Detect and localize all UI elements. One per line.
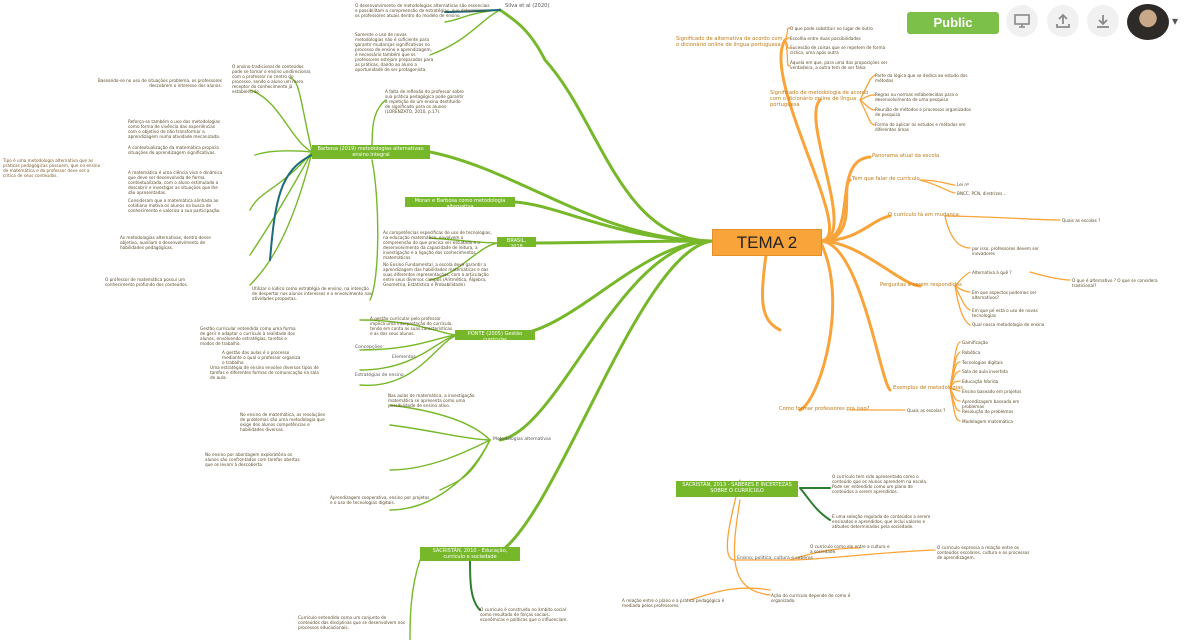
significado-item-4[interactable]: Aquela em que, para uma das proposições …	[790, 60, 890, 70]
moran-node[interactable]: Moran e Barbosa como metodologia alterna…	[405, 197, 515, 207]
ensino-text-2[interactable]: O currículo expressa a relação entre os …	[937, 545, 1032, 560]
silva-text-1[interactable]: O desenvolvimento de metodologias altern…	[355, 3, 490, 18]
sacristan-2013-text-2[interactable]: É uma seleção regulada de conteúdos a se…	[832, 514, 932, 529]
ensino-politica-node[interactable]: Ensino, política, cultura e saberes	[737, 556, 813, 562]
barbosa-text-6[interactable]: Consideram que a matemática alinhada ao …	[128, 198, 223, 213]
barbosa-text-2[interactable]: Baseando-se no uso de situações problema…	[90, 78, 222, 88]
exemplo-item-8[interactable]: Resolução de problemas	[962, 409, 1032, 414]
ponte-sub-elementos[interactable]: Elementos	[392, 355, 416, 361]
presentation-icon	[1013, 12, 1031, 30]
exemplo-item-5[interactable]: Educação híbrida	[962, 379, 1022, 384]
mudanca-item-1[interactable]: Quais as escolas ?	[1062, 218, 1112, 223]
significado-item-3[interactable]: Sucessão de coisas que se repetem de for…	[790, 45, 890, 55]
upload-icon	[1054, 12, 1072, 30]
sacristan-2013-node[interactable]: SACRISTÁN, 2013 - SABERES E INCERTEZAS S…	[676, 481, 798, 497]
barbosa-text-1[interactable]: O ensino tradicional de conteúdos pode s…	[232, 64, 314, 94]
download-icon	[1094, 12, 1112, 30]
ponte-text-4[interactable]: Uma estratégia de ensino envolve diverso…	[210, 365, 320, 380]
perguntas-item-4[interactable]: Em que pé está o uso de novas tecnologia…	[972, 308, 1062, 318]
present-button[interactable]	[1006, 5, 1038, 37]
panorama-node[interactable]: Panorama atual da escola	[872, 153, 939, 159]
barbosa-text-5[interactable]: A matemática é uma ciência viva e dinâmi…	[128, 170, 223, 195]
barbosa-text-3[interactable]: Reforça-se também o uso das metodologias…	[128, 119, 223, 139]
exemplo-item-2[interactable]: Robótica	[962, 350, 1022, 355]
exemplo-item-9[interactable]: Modelagem matemática	[962, 419, 1032, 424]
ponte-node[interactable]: PONTE (2005) Gestão curricular	[455, 330, 535, 340]
metod-text-4[interactable]: Aprendizagem cooperativa, ensino por pro…	[330, 495, 430, 505]
barbosa-text-7[interactable]: As metodologias alternativas, dentro des…	[120, 235, 220, 250]
orange-sublines	[785, 28, 1070, 421]
ensino-text-3[interactable]: Ação do currículo depende de como é orga…	[771, 593, 861, 603]
formar-item-1[interactable]: Quais as escolas ?	[907, 408, 957, 413]
ensino-text-4[interactable]: A relação entre o plano e a prática peda…	[622, 598, 732, 608]
perguntas-item-5[interactable]: Qual nossa metodologia de ensino	[972, 322, 1062, 327]
perguntas-node[interactable]: Perguntas a serem respondidas	[880, 282, 962, 288]
ponte-sub-estrategias[interactable]: Estratégias de ensino	[355, 373, 404, 379]
silva-node[interactable]: Silva et al (2020)	[505, 3, 549, 9]
brasil-text-1[interactable]: As competências específicas de uso de te…	[383, 230, 493, 260]
barbosa-text-9[interactable]: Utilizar o lúdico como estratégia de ens…	[252, 286, 372, 301]
significado-item-1[interactable]: O que pode substituir no lugar de outro	[790, 26, 890, 31]
formar-node[interactable]: Como formar professores pra isso?	[779, 406, 869, 412]
download-button[interactable]	[1087, 5, 1119, 37]
metod-text-3[interactable]: No ensino por abordagem exploratória os …	[205, 452, 305, 467]
barbosa-quote[interactable]: A falta de reflexão do professor sobre s…	[385, 89, 465, 114]
central-topic-node[interactable]: TEMA 2	[712, 229, 822, 256]
metod-text-1[interactable]: Nas aulas de matemática, a investigação …	[388, 393, 488, 408]
metodologia-item-2[interactable]: Regras ou normas estabelecidas para o de…	[875, 92, 975, 102]
chevron-down-icon[interactable]: ▾	[1172, 14, 1178, 28]
brasil-node[interactable]: BRASIL, 2018	[497, 237, 536, 247]
exemplo-item-6[interactable]: Ensino baseado em projetos	[962, 389, 1032, 394]
barbosa-side-text[interactable]: Tipo é uma metodologia alternativa que a…	[3, 158, 101, 178]
perguntas-item-2[interactable]: O que é alternativo ? O que se considera…	[1072, 278, 1172, 288]
ponte-text-2[interactable]: Gestão curricular entendida como uma for…	[200, 326, 300, 346]
darkgreen-lines	[470, 488, 830, 610]
exemplo-item-1[interactable]: Gamificação	[962, 340, 1022, 345]
curriculo-item-1[interactable]: Lei nº	[957, 182, 997, 187]
sacristan-2013-text-1[interactable]: O currículo tem sido apresentado como o …	[832, 474, 932, 494]
significado-item-2[interactable]: Escolha entre duas possibilidades	[790, 36, 890, 41]
barbosa-node[interactable]: Barbosa (2019) metodologias alternativas…	[312, 145, 430, 159]
brasil-text-2[interactable]: No Ensino Fundamental, a escola deve gar…	[383, 262, 493, 287]
public-diagram-button[interactable]: Public Diagram	[907, 12, 999, 34]
curriculo-item-2[interactable]: BNCC, PCN, diretrizes...	[957, 191, 1017, 196]
metodologia-item-3[interactable]: Reunião de métodos e processos organizad…	[875, 107, 975, 117]
exemplos-node[interactable]: Exemplos de metodologias	[893, 385, 963, 391]
metodologia-item-1[interactable]: Parte da lógica que se dedica ao estudo …	[875, 73, 975, 83]
silva-text-2[interactable]: Somente o uso de novas metodologias não …	[355, 32, 435, 72]
barbosa-text-8[interactable]: O professor de matemática possui um conh…	[105, 277, 215, 287]
barbosa-text-4[interactable]: A contextualização da matemática propici…	[128, 145, 223, 155]
significado-metodologia-node[interactable]: Significado de metodologia de acordo com…	[770, 90, 870, 108]
curriculo-node[interactable]: Tem que falar de currículo	[852, 176, 920, 182]
sacristan-2010-text-1[interactable]: Currículo entendido como um conjunto de …	[298, 615, 408, 630]
ponte-text-3[interactable]: A gestão das aulas é o processo mediante…	[222, 350, 302, 365]
mudanca-item-2[interactable]: por isso, professores devem ser inovador…	[972, 246, 1052, 256]
exemplo-item-4[interactable]: Sala de aula invertida	[962, 369, 1022, 374]
user-avatar[interactable]	[1127, 4, 1169, 40]
perguntas-item-1[interactable]: Alternativa à quê ?	[972, 270, 1032, 275]
exemplo-item-7[interactable]: Aprendizagem baseada em problemas	[962, 399, 1032, 409]
share-button[interactable]	[1047, 5, 1079, 37]
exemplo-item-3[interactable]: Tecnologias digitais	[962, 360, 1022, 365]
metodologias-node[interactable]: Metodologias alternativas	[493, 437, 551, 443]
metod-text-2[interactable]: No ensino de matemática, as resoluções d…	[240, 412, 328, 432]
ensino-text-1[interactable]: O currículo como elo entre a cultura e a…	[810, 544, 890, 554]
sacristan-2010-node[interactable]: SACRISTÁN, 2010 - Educação, currículo e …	[420, 547, 520, 561]
metodologia-item-4[interactable]: Forma de aplicar os estudos e métodos em…	[875, 122, 975, 132]
ponte-text-1[interactable]: A gestão curricular pelo professor impli…	[370, 316, 455, 336]
mudanca-node[interactable]: O currículo tá em mudança	[888, 212, 959, 218]
orange-lower-lines	[690, 480, 935, 600]
sacristan-2010-text-2[interactable]: O currículo é construído no âmbito socia…	[480, 607, 575, 622]
ponte-sub-concepcoes[interactable]: Concepções	[355, 345, 382, 351]
significado-alternativa-node[interactable]: Significado de alternativa de acordo com…	[676, 36, 786, 48]
perguntas-item-3[interactable]: Em que aspectos podemos ser alternativos…	[972, 290, 1062, 300]
